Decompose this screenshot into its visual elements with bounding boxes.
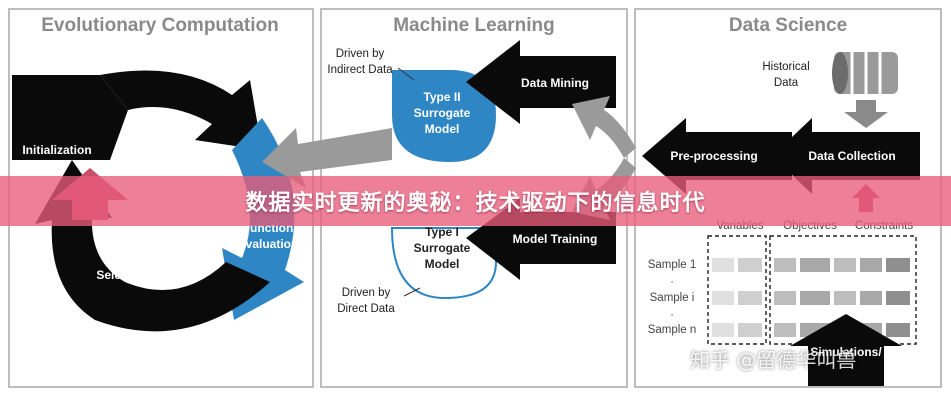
model-training-label: Model Training [513,232,598,246]
ellipsis-dot-1: · [670,276,674,288]
data-mining-label: Data Mining [521,76,589,90]
variation-label: Variation [138,122,189,136]
banner-text: 数据实时更新的奥秘：技术驱动下的信息时代 [245,191,706,216]
indirect-data-line1: Driven by [336,48,385,60]
historical-data-line2: Data [774,77,799,89]
type1-surrogate-shape [390,227,497,300]
variables-dashed-box [707,235,767,345]
type2-surrogate-shape [392,70,496,162]
type1-label-line1: Type I [425,225,459,239]
samplei-label: Sample i [650,292,695,304]
selection-label: Selection [96,268,149,282]
ml-title: Machine Learning [393,15,555,36]
historical-down-arrow [844,100,888,128]
data-collection-arrow [772,118,920,194]
function-label-line2: Evaluation [238,237,299,251]
direct-data-line1: Driven by [342,287,391,299]
samplei-row [712,291,910,305]
historical-data-line1: Historical [762,61,809,73]
type2-label-line2: Surrogate [414,106,471,120]
title-banner: 数据实时更新的奥秘：技术驱动下的信息时代 [0,176,951,226]
grey-arrow-up [572,96,636,158]
indirect-data-line2: Indirect Data [327,64,393,76]
ellipsis-dot-2: · [670,309,674,321]
type2-label-line3: Model [425,122,460,136]
type1-label-line3: Model [425,257,460,271]
initialization-label: Initialization [22,143,91,157]
grey-arrow-to-ec [262,128,392,188]
sample1-label: Sample 1 [648,259,697,271]
variation-arrow [100,70,262,150]
database-icon [832,52,898,94]
preprocessing-label: Pre-processing [670,149,757,163]
outputs-dashed-box [769,235,917,345]
ds-title: Data Science [729,15,847,36]
data-collection-label: Data Collection [808,149,895,163]
samplen-label: Sample n [648,324,697,336]
sample1-row [712,258,910,272]
simulations-arrow [790,314,902,386]
direct-data-line2: Direct Data [337,303,395,315]
type2-label-line1: Type II [423,90,460,104]
simulations-label: Simulations/ [810,345,882,359]
type1-label-line2: Surrogate [414,241,471,255]
direct-data-leader [403,287,421,297]
preprocessing-arrow [642,118,792,194]
indirect-data-leader [397,67,415,81]
initialization-arrow [12,75,128,160]
watermark: 知乎 @留德华叫兽 [690,348,857,372]
ec-title: Evolutionary Computation [41,15,279,36]
